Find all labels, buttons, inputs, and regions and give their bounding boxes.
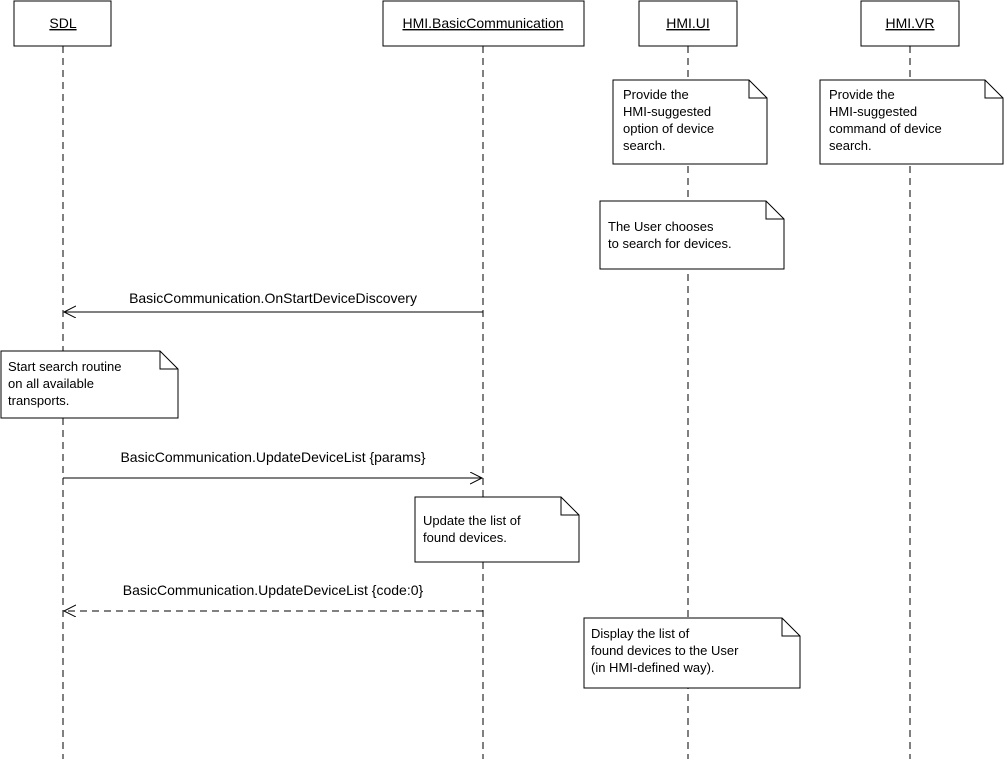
lifeline-vr-head: HMI.VR — [860, 0, 960, 47]
note-text-line: found devices to the User — [591, 643, 739, 658]
note-text-line: on all available — [8, 376, 94, 391]
note-bc-update: Update the list of found devices. — [414, 496, 580, 563]
note-text-line: Update the list of — [423, 513, 521, 528]
message-update-device-list-response: BasicCommunication.UpdateDeviceList {cod… — [64, 582, 483, 611]
note-ui-option: Provide the HMI-suggested option of devi… — [612, 79, 768, 165]
note-ui-display: Display the list of found devices to the… — [583, 617, 801, 689]
lifeline-bc-head: HMI.BasicCommunication — [382, 0, 585, 47]
note-text-line: option of device — [623, 121, 714, 136]
note-text-line: transports. — [8, 393, 69, 408]
lifeline-sdl-label: SDL — [49, 15, 76, 31]
note-vr-command: Provide the HMI-suggested command of dev… — [819, 79, 1004, 165]
lifeline-vr-label: HMI.VR — [886, 15, 935, 31]
message-label: BasicCommunication.OnStartDeviceDiscover… — [129, 290, 417, 306]
note-text-line: HMI-suggested — [829, 104, 917, 119]
note-text-line: Start search routine — [8, 359, 121, 374]
message-label: BasicCommunication.UpdateDeviceList {par… — [120, 449, 425, 465]
note-text-line: found devices. — [423, 530, 507, 545]
note-text-line: HMI-suggested — [623, 104, 711, 119]
lifeline-sdl-head: SDL — [13, 0, 112, 47]
note-text-line: Provide the — [623, 87, 689, 102]
lifeline-bc-label: HMI.BasicCommunication — [402, 15, 563, 31]
note-text-line: Provide the — [829, 87, 895, 102]
note-text-line: Display the list of — [591, 626, 690, 641]
note-text-line: search. — [829, 138, 872, 153]
note-user-choice: The User chooses to search for devices. — [599, 200, 785, 270]
note-text-line: to search for devices. — [608, 236, 732, 251]
note-text-line: (in HMI-defined way). — [591, 660, 715, 675]
lifeline-ui-label: HMI.UI — [666, 15, 710, 31]
message-update-device-list-request: BasicCommunication.UpdateDeviceList {par… — [63, 449, 482, 478]
note-text-line: search. — [623, 138, 666, 153]
note-text-line: command of device — [829, 121, 942, 136]
message-label: BasicCommunication.UpdateDeviceList {cod… — [123, 582, 424, 598]
note-sdl-search: Start search routine on all available tr… — [0, 350, 179, 419]
lifeline-ui-head: HMI.UI — [638, 0, 738, 47]
message-on-start-device-discovery: BasicCommunication.OnStartDeviceDiscover… — [64, 290, 483, 312]
note-text-line: The User chooses — [608, 219, 714, 234]
